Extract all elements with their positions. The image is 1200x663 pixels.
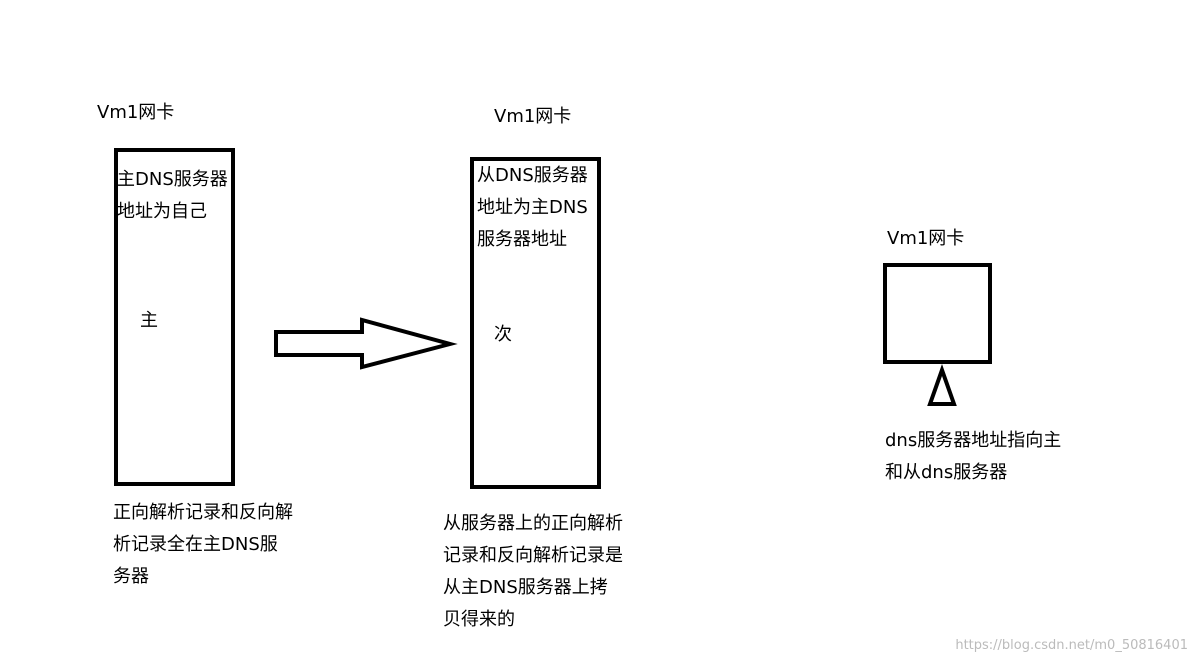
- secondary-caption-line-4: 贝得来的: [443, 609, 515, 630]
- secondary-nic-label: Vm1网卡: [494, 106, 572, 127]
- secondary-box-text: 从DNS服务器 地址为主DNS 服务器地址: [477, 160, 588, 256]
- primary-box-line-1: 主DNS服务器: [117, 169, 228, 190]
- client-pointer-triangle-shape: [927, 363, 957, 406]
- secondary-role-label: 次: [494, 324, 512, 345]
- secondary-caption: 从服务器上的正向解析 记录和反向解析记录是 从主DNS服务器上拷 贝得来的: [443, 508, 623, 636]
- primary-dns-box: [114, 148, 235, 486]
- secondary-box-line-1: 从DNS服务器: [477, 165, 588, 186]
- secondary-caption-line-3: 从主DNS服务器上拷: [443, 577, 608, 598]
- primary-caption-line-2: 析记录全在主DNS服: [113, 534, 278, 555]
- zone-transfer-arrow-shape: [274, 317, 458, 370]
- primary-box-line-2: 地址为自己: [117, 201, 207, 222]
- primary-caption-line-1: 正向解析记录和反向解: [113, 502, 293, 523]
- client-caption-line-2: 和从dns服务器: [885, 462, 1008, 483]
- secondary-caption-line-1: 从服务器上的正向解析: [443, 513, 623, 534]
- watermark: https://blog.csdn.net/m0_50816401: [955, 638, 1188, 653]
- secondary-caption-line-2: 记录和反向解析记录是: [443, 545, 623, 566]
- client-nic-label: Vm1网卡: [887, 228, 965, 249]
- primary-nic-label: Vm1网卡: [97, 102, 175, 123]
- secondary-box-line-3: 服务器地址: [477, 229, 567, 250]
- primary-role-label: 主: [140, 310, 158, 331]
- secondary-box-line-2: 地址为主DNS: [477, 197, 588, 218]
- client-caption-line-1: dns服务器地址指向主: [885, 430, 1062, 451]
- primary-caption: 正向解析记录和反向解 析记录全在主DNS服 务器: [113, 497, 293, 593]
- client-caption: dns服务器地址指向主 和从dns服务器: [885, 425, 1061, 489]
- client-box: [883, 263, 992, 364]
- secondary-dns-box: [470, 157, 601, 489]
- primary-caption-line-3: 务器: [113, 566, 149, 587]
- primary-box-text: 主DNS服务器 地址为自己: [117, 164, 228, 228]
